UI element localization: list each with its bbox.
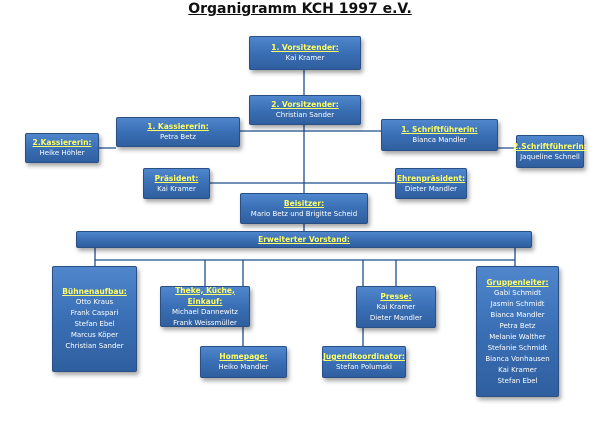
node-gruppenleiter: Gruppenleiter: Gabi Schmidt Jasmin Schmi…: [476, 266, 559, 397]
member-name: Bianca Vonhausen: [485, 354, 550, 363]
node-homepage: Homepage: Heiko Mandler: [200, 346, 287, 378]
node-praesident: Präsident: Kai Kramer: [143, 168, 210, 199]
member-name: Stefan Ebel: [497, 376, 538, 385]
node-beisitzer: Beisitzer: Mario Betz und Brigitte Schei…: [240, 193, 368, 224]
role-label: 1. Vorsitzender:: [271, 43, 339, 52]
member-name: Christian Sander: [65, 342, 124, 350]
member-name: Jaqueline Schnell: [520, 152, 580, 161]
member-name: Petra Betz: [499, 321, 536, 330]
node-2-kassiererin: 2.Kassiererin: Heike Höhler: [25, 133, 99, 163]
role-label: Gruppenleiter:: [486, 277, 549, 287]
role-label: 2. Vorsitzender:: [271, 100, 339, 109]
role-label: 2.Kassiererin:: [32, 138, 92, 147]
member-name: Melanie Walther: [489, 332, 546, 341]
node-theke-kueche-einkauf: Theke, Küche, Einkauf: Michael Dannewitz…: [160, 286, 250, 327]
node-2-vorsitzender: 2. Vorsitzender: Christian Sander: [249, 95, 361, 125]
role-label: Jugendkoordinator:: [323, 352, 405, 361]
member-name: Kai Kramer: [376, 302, 416, 311]
role-label: Ehrenpräsident:: [396, 173, 466, 183]
role-label: Beisitzer:: [283, 198, 325, 208]
member-name: Stefanie Schmidt: [487, 343, 548, 352]
member-name: Stefan Polumski: [335, 363, 392, 371]
member-name: Gabi Schmidt: [493, 288, 541, 297]
role-label: 1. Schriftführerin:: [401, 125, 478, 134]
role-label: Erweiterter Vorstand:: [258, 235, 350, 244]
member-name: Frank Weissmüller: [173, 318, 237, 327]
role-label: Presse:: [380, 291, 412, 301]
member-name: Kai Kramer: [285, 54, 325, 62]
member-name: Otto Kraus: [75, 298, 114, 306]
role-label: Theke, Küche, Einkauf:: [175, 285, 235, 306]
node-jugendkoordinator: Jugendkoordinator: Stefan Polumski: [322, 346, 406, 378]
member-name: Dieter Mandler: [369, 313, 423, 322]
member-name: Stefan Ebel: [74, 320, 115, 328]
member-name: Kai Kramer: [157, 184, 196, 193]
node-2-schriftfuehrerin: 2.Schriftführerin: Jaqueline Schnell: [513, 135, 587, 168]
role-label: Präsident:: [154, 173, 199, 183]
node-1-vorsitzender: 1. Vorsitzender: Kai Kramer: [249, 36, 361, 70]
member-name: Michael Dannewitz: [172, 307, 238, 316]
node-ehrenpraesident: Ehrenpräsident: Dieter Mandler: [395, 168, 467, 199]
member-name: Christian Sander: [275, 111, 335, 119]
node-erweiterter-vorstand: Erweiterter Vorstand:: [76, 231, 532, 248]
member-name: Marcus Köper: [70, 331, 119, 339]
member-name: Frank Caspari: [70, 309, 119, 317]
member-name: Heiko Mandler: [218, 363, 269, 371]
node-1-schriftfuehrerin: 1. Schriftführerin: Bianca Mandler: [381, 119, 498, 151]
member-name: Kai Kramer: [498, 365, 537, 374]
role-label: Bühnenaufbau:: [62, 287, 127, 296]
member-name: Petra Betz: [160, 133, 196, 141]
node-buehnenaufbau: Bühnenaufbau: Otto Kraus Frank Caspari S…: [52, 266, 137, 372]
member-name: Jasmin Schmidt: [490, 299, 545, 308]
member-name: Bianca Mandler: [490, 310, 545, 319]
role-label: 2.Schriftführerin:: [513, 141, 587, 151]
node-1-kassiererin: 1. Kassiererin: Petra Betz: [116, 117, 240, 147]
page-title: Organigramm KCH 1997 e.V.: [188, 1, 412, 17]
member-name: Heike Höhler: [39, 149, 85, 157]
role-label: 1. Kassiererin:: [147, 122, 209, 131]
member-name: Bianca Mandler: [412, 136, 467, 144]
member-name: Mario Betz und Brigitte Scheid: [250, 209, 358, 218]
node-presse: Presse: Kai Kramer Dieter Mandler: [356, 286, 436, 328]
member-name: Dieter Mandler: [404, 184, 458, 193]
role-label: Homepage:: [219, 352, 268, 361]
